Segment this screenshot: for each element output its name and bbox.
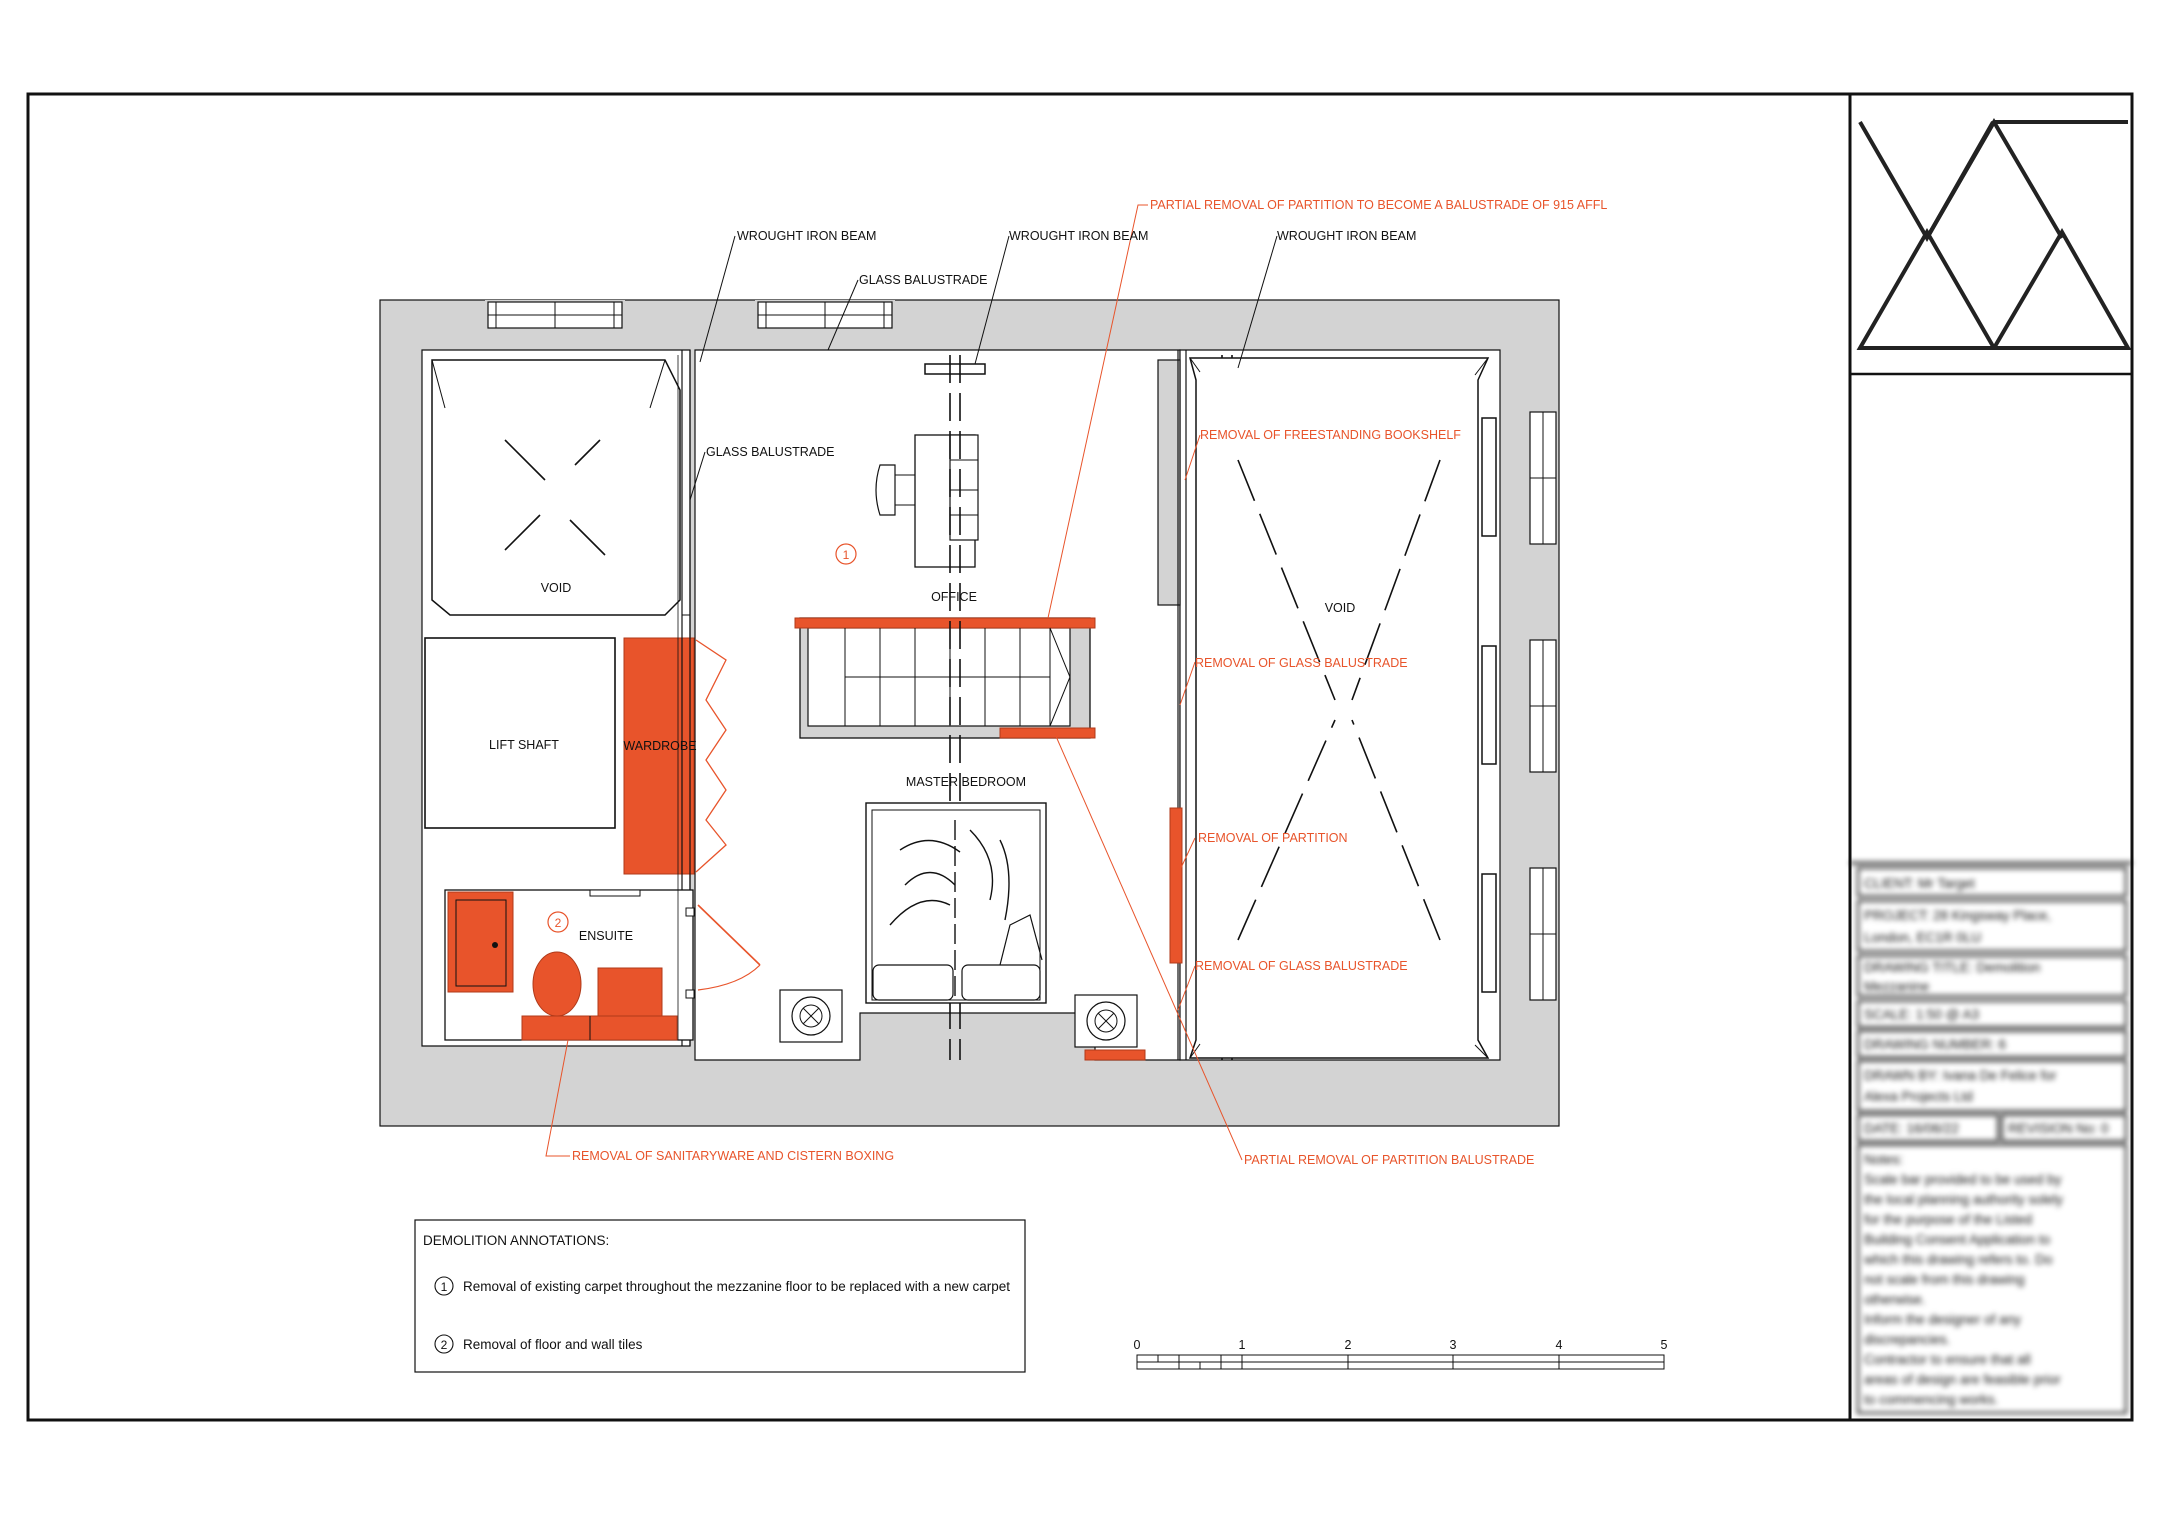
label-glass-balustrade-left: GLASS BALUSTRADE: [706, 445, 835, 459]
wardrobe: [623, 637, 695, 875]
stair-partition-bottom: [999, 727, 1096, 739]
tb-note-11: areas of design are feasible prior: [1864, 1372, 2061, 1387]
demo-label-glass-balustrade-2: REMOVAL OF GLASS BALUSTRADE: [1195, 959, 1408, 973]
leaders-black: [689, 235, 1278, 501]
leaders-demolition: [545, 204, 1243, 1161]
tb-note-8: Inform the designer of any: [1864, 1312, 2021, 1327]
scale-tick-0: 0: [1134, 1338, 1141, 1352]
tb-note-1: Scale bar provided to be used by: [1864, 1172, 2062, 1187]
demo-label-partial-partition-915: PARTIAL REMOVAL OF PARTITION TO BECOME A…: [1150, 198, 1607, 212]
tb-project-2: London, EC1R 0LU: [1864, 930, 1981, 945]
void-right: [1188, 357, 1490, 1059]
demo-label-bookshelf: REMOVAL OF FREESTANDING BOOKSHELF: [1200, 428, 1461, 442]
demolition-annotations-box: DEMOLITION ANNOTATIONS: 1 Removal of exi…: [414, 1219, 1026, 1373]
partition-removal: [1169, 807, 1183, 964]
shower-tray: [447, 891, 514, 993]
tb-drawing-title-1: DRAWING TITLE: Demolition: [1864, 960, 2040, 975]
tb-drawing-title-2: Mezzanine: [1864, 979, 1929, 994]
label-wrought-iron-beam-1: WROUGHT IRON BEAM: [737, 229, 876, 243]
label-glass-balustrade-top: GLASS BALUSTRADE: [859, 273, 988, 287]
scale-tick-3: 3: [1450, 1338, 1457, 1352]
partition-balustrade-removal: [1084, 1049, 1146, 1061]
label-wrought-iron-beam-2: WROUGHT IRON BEAM: [1009, 229, 1148, 243]
windows-right: [1481, 411, 1557, 1001]
scale-tick-2: 2: [1345, 1338, 1352, 1352]
tb-revision: REVISION No: 0: [2008, 1121, 2109, 1136]
tb-note-4: Building Consent Application to: [1864, 1232, 2050, 1247]
annotation-2-text: Removal of floor and wall tiles: [463, 1337, 643, 1352]
marker-1: 1: [835, 543, 857, 565]
ensuite: [444, 889, 761, 1041]
tb-scale: SCALE: 1:50 @ A3: [1864, 1007, 1979, 1022]
tb-notes: Notes: Scale bar provided to be used by …: [1863, 1152, 2063, 1407]
floor-plan: VOID VOID OFFICE LIFT SHAFT WARDROBE ENS…: [379, 299, 1560, 1127]
tb-note-10: Contractor to ensure that all: [1864, 1352, 2031, 1367]
tb-note-2: the local planning authority solely: [1864, 1192, 2063, 1207]
room-label-void-right: VOID: [1325, 601, 1356, 615]
room-label-ensuite: ENSUITE: [579, 929, 633, 943]
lift-shaft: [424, 637, 616, 829]
demo-label-partition: REMOVAL OF PARTITION: [1198, 831, 1348, 845]
basin-unit: [597, 967, 663, 1019]
sheet-border: [26, 92, 2134, 1422]
scale-bar: 0 1 2 3 4 5: [1134, 1338, 1668, 1370]
scale-tick-5: 5: [1661, 1338, 1668, 1352]
tb-note-0: Notes:: [1864, 1152, 1903, 1167]
company-logo: [1856, 118, 2132, 350]
tb-note-6: not scale from this drawing: [1864, 1272, 2025, 1287]
void-left: [431, 359, 681, 616]
tb-drawing-number: DRAWING NUMBER: 6: [1864, 1037, 2006, 1052]
room-label-master-bedroom: MASTER BEDROOM: [906, 775, 1026, 789]
cistern-boxing: [521, 1015, 678, 1041]
demo-label-partial-partition-balustrade: PARTIAL REMOVAL OF PARTITION BALUSTRADE: [1244, 1153, 1534, 1167]
label-wrought-iron-beam-3: WROUGHT IRON BEAM: [1277, 229, 1416, 243]
tb-note-12: to commencing works.: [1864, 1392, 1998, 1407]
tb-project-1: PROJECT: 28 Kingsway Place,: [1864, 908, 2051, 923]
demo-label-sanitaryware: REMOVAL OF SANITARYWARE AND CISTERN BOXI…: [572, 1149, 894, 1163]
radiator-office: [924, 363, 986, 375]
freestanding-bookshelf: [1157, 359, 1181, 606]
tb-note-9: discrepancies.: [1864, 1332, 1950, 1347]
toilet: [532, 951, 582, 1017]
bedside-tables: [779, 989, 1146, 1061]
office-desk: [875, 434, 979, 568]
tb-note-5: which this drawing refers to. Do: [1863, 1252, 2052, 1267]
tb-client: CLIENT: Mr Target: [1864, 876, 1975, 891]
room-label-wardrobe: WARDROBE: [623, 739, 696, 753]
stair: [794, 617, 1096, 739]
room-label-office: OFFICE: [931, 590, 977, 604]
annotation-2-num: 2: [441, 1338, 448, 1352]
title-block: CLIENT: Mr Target PROJECT: 28 Kingsway P…: [1850, 861, 2132, 1414]
tb-note-3: for the purpose of the Listed: [1864, 1212, 2032, 1227]
annotation-1-num: 1: [441, 1280, 448, 1294]
room-label-void-left: VOID: [541, 581, 572, 595]
tb-drawn-by-1: DRAWN BY: Ivana De Felice for: [1864, 1068, 2057, 1083]
room-label-lift-shaft: LIFT SHAFT: [489, 738, 559, 752]
svg-text:1: 1: [843, 548, 850, 562]
tb-date: DATE: 16/06/22: [1864, 1121, 1959, 1136]
stair-partition-top: [794, 617, 1096, 629]
bed: [865, 802, 1047, 1004]
scale-tick-1: 1: [1239, 1338, 1246, 1352]
marker-2: 2: [547, 911, 569, 933]
annotation-1-text: Removal of existing carpet throughout th…: [463, 1279, 1010, 1294]
window-top-center: [757, 301, 893, 329]
tb-note-7: otherwise.: [1864, 1292, 1926, 1307]
svg-text:2: 2: [555, 916, 562, 930]
tb-drawn-by-2: Alexa Projects Ltd: [1864, 1089, 1973, 1104]
annotations-title: DEMOLITION ANNOTATIONS:: [423, 1233, 609, 1248]
demo-label-glass-balustrade-1: REMOVAL OF GLASS BALUSTRADE: [1195, 656, 1408, 670]
scale-tick-4: 4: [1556, 1338, 1563, 1352]
window-top-left: [487, 301, 623, 329]
